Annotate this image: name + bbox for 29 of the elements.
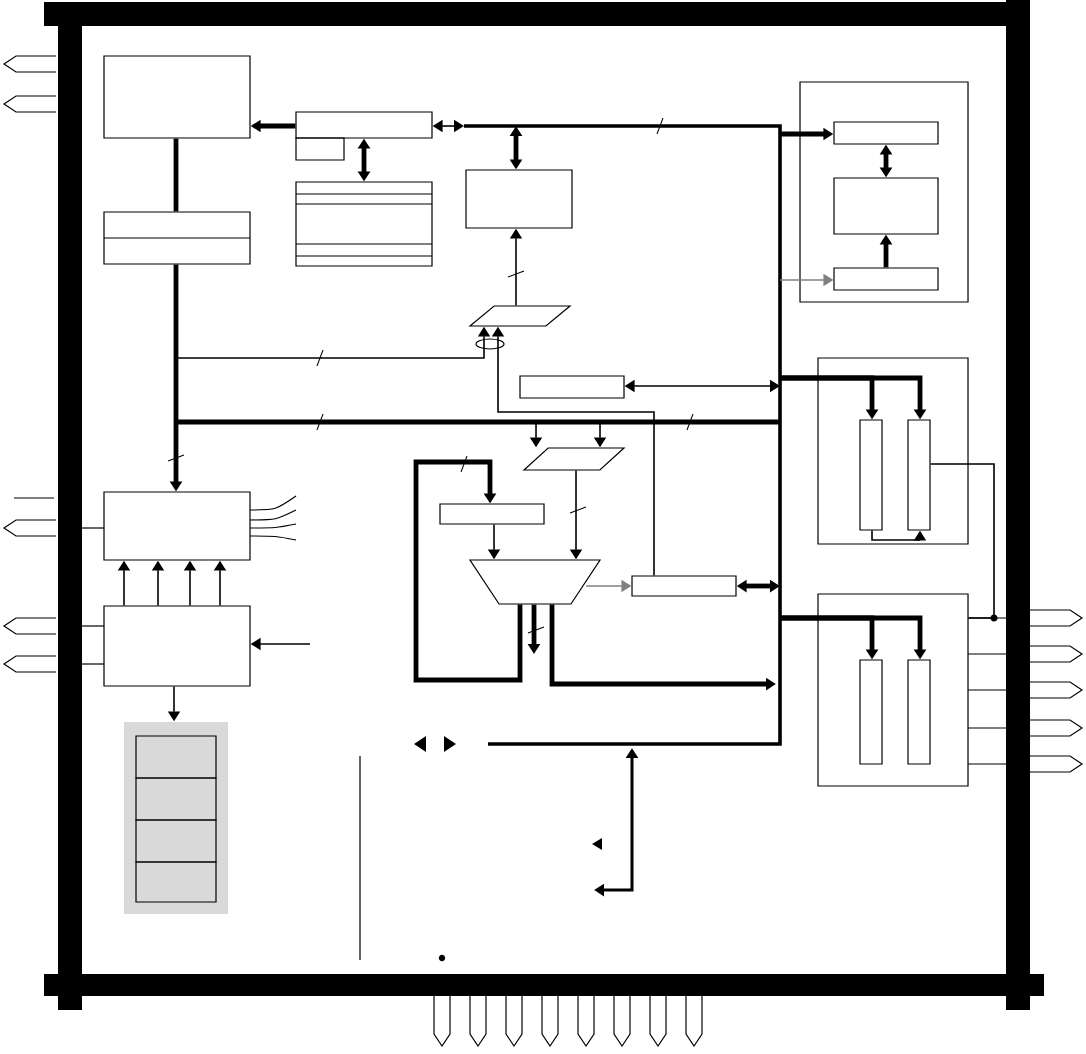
register-box bbox=[465, 169, 573, 229]
memory-cell bbox=[135, 735, 217, 779]
module-frame bbox=[799, 81, 969, 303]
control-block bbox=[103, 605, 251, 687]
stack-box bbox=[295, 181, 433, 267]
memory-cell bbox=[135, 777, 217, 821]
arrow bbox=[929, 463, 998, 622]
register-box bbox=[439, 503, 545, 525]
register-column bbox=[907, 659, 931, 765]
register-box bbox=[295, 111, 433, 139]
register-box bbox=[833, 121, 939, 145]
memory-cell bbox=[135, 819, 217, 863]
register-box bbox=[833, 267, 939, 291]
register-box bbox=[295, 137, 345, 161]
memory-panel bbox=[124, 722, 228, 914]
control-block bbox=[103, 491, 251, 561]
register-box bbox=[833, 177, 939, 235]
module-frame bbox=[817, 593, 969, 787]
memory-cell bbox=[135, 861, 217, 903]
register-column bbox=[859, 659, 883, 765]
memory-block bbox=[103, 55, 251, 139]
register-column bbox=[907, 419, 931, 531]
register-box bbox=[519, 375, 625, 399]
arrow bbox=[413, 459, 523, 683]
alu-shape bbox=[468, 559, 602, 605]
module-frame bbox=[817, 357, 969, 545]
register-box bbox=[631, 575, 737, 597]
register-column bbox=[859, 419, 883, 531]
register-box bbox=[103, 211, 251, 265]
